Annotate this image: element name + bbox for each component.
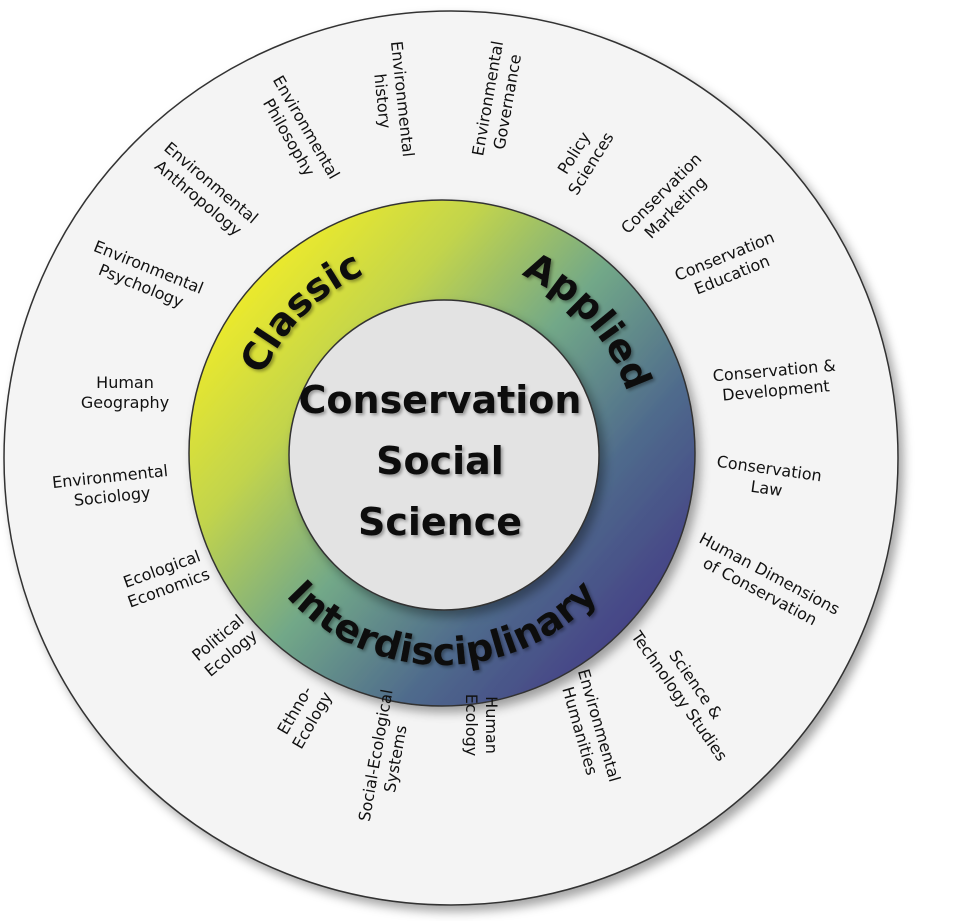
field-label: HumanEcology [462, 694, 501, 757]
field-label: Environmentalhistory [367, 40, 418, 160]
field-label-line: Geography [81, 393, 169, 412]
center-title-line-2: Social [376, 439, 504, 483]
field-label: Conservation &Development [712, 356, 838, 406]
field-label-line: Human [96, 373, 154, 392]
field-label-line: Human [482, 696, 501, 754]
center-title-line-3: Science [358, 500, 522, 544]
field-label-line: Ecology [462, 694, 481, 757]
center-title-line-1: Conservation [299, 378, 582, 422]
center-title: Conservation Social Science [299, 378, 582, 544]
field-label-line: Law [749, 477, 783, 500]
inner-circle [288, 299, 600, 611]
